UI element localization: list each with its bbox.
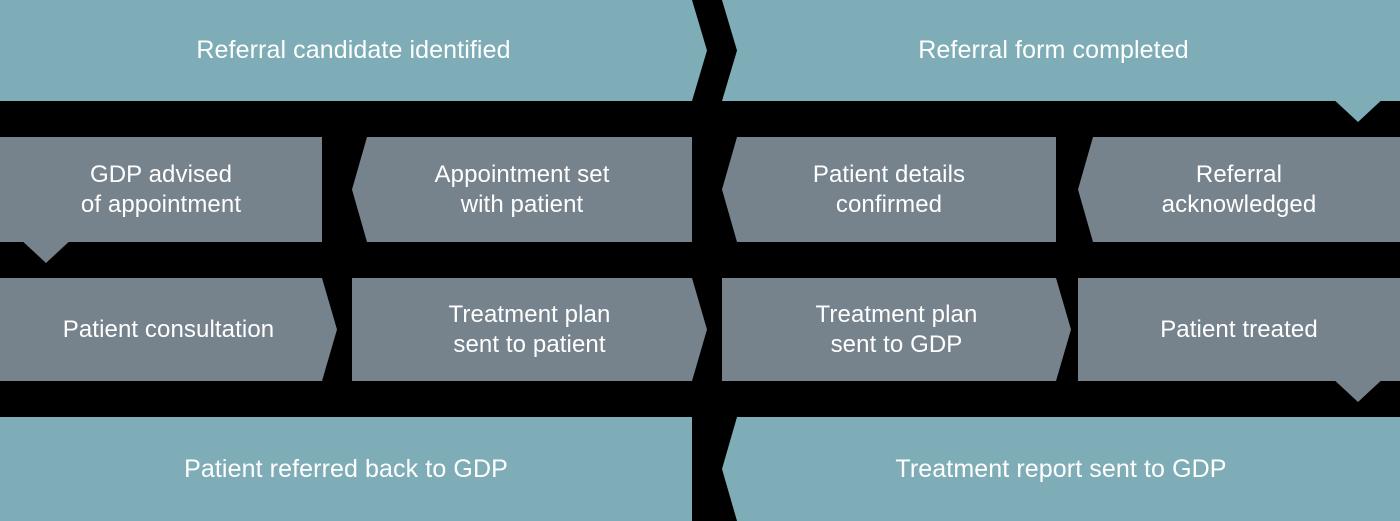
connector-down-arrow-row1-to-row2 bbox=[1330, 96, 1386, 122]
connector-down-arrow-row3-to-row4 bbox=[1330, 376, 1386, 402]
flow-node-label: Treatment report sent to GDP bbox=[895, 454, 1227, 483]
flow-node-label: Patient treated bbox=[1160, 315, 1318, 343]
chevron-right-shape bbox=[352, 278, 707, 381]
chevron-notch-left-shape bbox=[722, 0, 1400, 101]
bar-shape bbox=[0, 137, 322, 242]
connector-down-arrow-row2-to-row3 bbox=[18, 237, 74, 263]
flow-node-label: Patient referred back to GDP bbox=[184, 454, 508, 483]
flow-row-1: Referral candidate identified Referral f… bbox=[0, 0, 1400, 122]
flow-node-label: Referral candidate identified bbox=[196, 36, 511, 64]
chevron-right-shape bbox=[722, 278, 1071, 381]
chevron-left-shape bbox=[722, 417, 1400, 521]
chevron-left-shape bbox=[352, 137, 692, 242]
flow-node-label: Referral form completed bbox=[918, 36, 1189, 64]
flow-node-patient-treated[interactable]: Patient treated bbox=[1078, 278, 1400, 381]
flow-node-treatment-report-sent-to-gdp[interactable]: Treatment report sent to GDP bbox=[722, 417, 1400, 521]
chevron-right-shape bbox=[0, 0, 707, 101]
bar-shape bbox=[0, 417, 692, 521]
flow-node-label: Patient consultation bbox=[62, 315, 275, 343]
flow-node-referral-form-completed[interactable]: Referral form completed bbox=[707, 0, 1400, 101]
flow-node-patient-consultation[interactable]: Patient consultation bbox=[0, 278, 337, 381]
chevron-left-shape bbox=[722, 137, 1056, 242]
chevron-left-shape bbox=[1078, 137, 1400, 242]
flow-node-referral-candidate-identified[interactable]: Referral candidate identified bbox=[0, 0, 707, 101]
bar-shape bbox=[1078, 278, 1400, 381]
chevron-right-shape bbox=[0, 278, 337, 381]
flow-row-4: Patient referred back to GDP Treatment r… bbox=[0, 417, 1400, 521]
flow-node-patient-referred-back-to-gdp[interactable]: Patient referred back to GDP bbox=[0, 417, 692, 521]
